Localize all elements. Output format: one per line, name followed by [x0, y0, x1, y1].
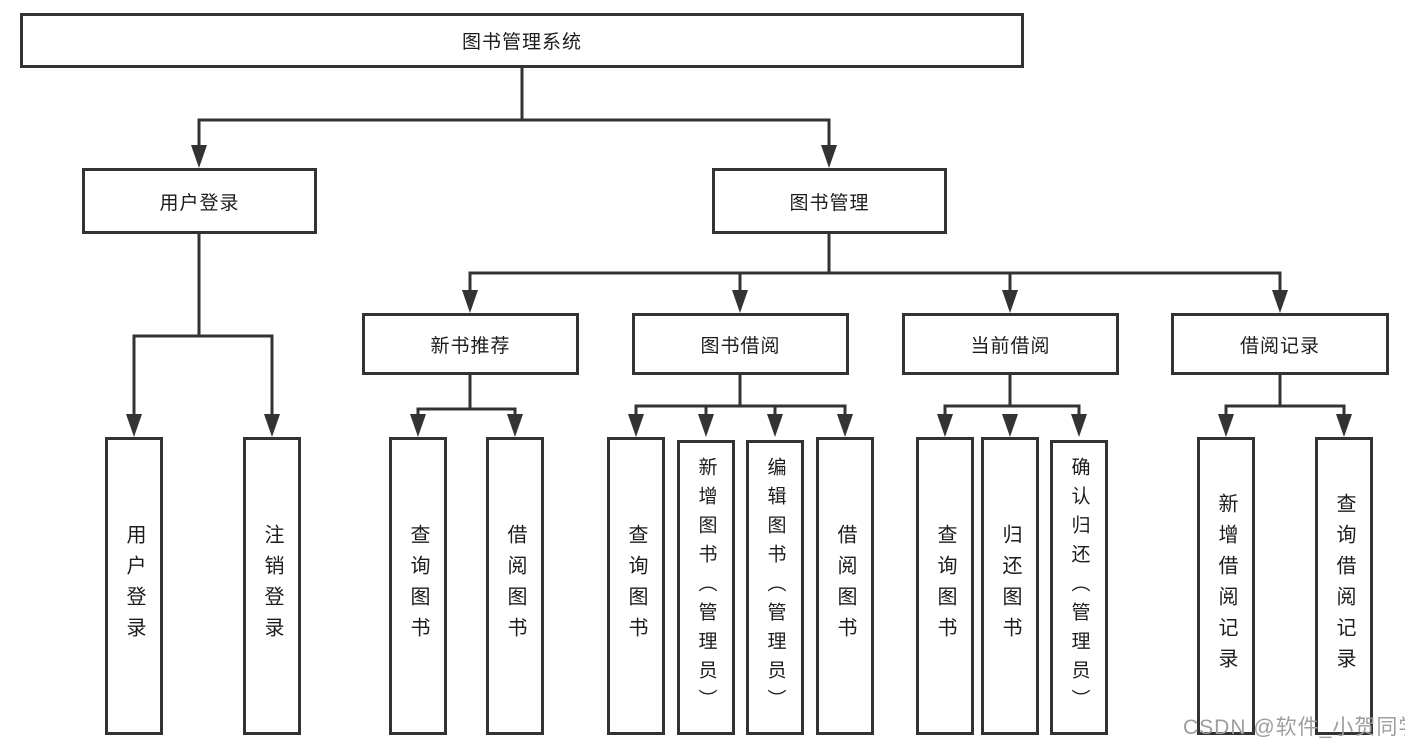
- node-book-borrow: 图书借阅: [632, 313, 849, 375]
- leaf-query-book-borrow: 查询图书: [607, 437, 665, 735]
- arrowhead-icons: [126, 145, 1352, 437]
- leaf-confirm-return-admin: 确认归还（管理员）: [1050, 440, 1108, 735]
- leaf-borrow-book: 借阅图书: [816, 437, 874, 735]
- leaf-add-book-admin: 新增图书（管理员）: [677, 440, 735, 735]
- leaf-query-borrow-record: 查询借阅记录: [1315, 437, 1373, 735]
- node-current-borrow: 当前借阅: [902, 313, 1119, 375]
- node-library-management-system: 图书管理系统: [20, 13, 1024, 68]
- node-book-management: 图书管理: [712, 168, 947, 234]
- node-new-book-recommend: 新书推荐: [362, 313, 579, 375]
- leaf-user-login: 用户登录: [105, 437, 163, 735]
- leaf-add-borrow-record: 新增借阅记录: [1197, 437, 1255, 735]
- leaf-return-book: 归还图书: [981, 437, 1039, 735]
- leaf-borrow-book-recommend: 借阅图书: [486, 437, 544, 735]
- leaf-query-book-current: 查询图书: [916, 437, 974, 735]
- node-borrow-record: 借阅记录: [1171, 313, 1389, 375]
- node-user-login: 用户登录: [82, 168, 317, 234]
- watermark: CSDN @软件_小贺同学: [1183, 716, 1405, 739]
- leaf-query-book-recommend: 查询图书: [389, 437, 447, 735]
- leaf-logout-login: 注销登录: [243, 437, 301, 735]
- leaf-edit-book-admin: 编辑图书（管理员）: [746, 440, 804, 735]
